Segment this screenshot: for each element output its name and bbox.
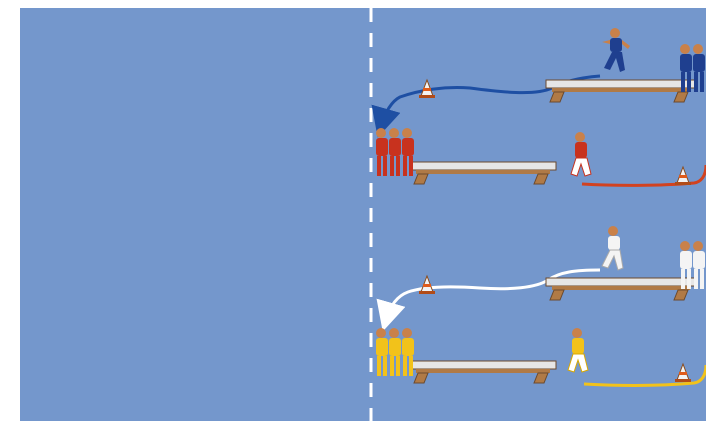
pitch <box>20 8 706 421</box>
white-path-arrow <box>376 268 601 332</box>
player-icon <box>601 226 624 271</box>
bench-icon <box>409 161 557 185</box>
player-icon <box>602 28 630 72</box>
cone-icon <box>419 78 435 98</box>
player-group-white <box>680 241 705 289</box>
lane-yellow <box>376 328 706 387</box>
player-group-red <box>376 128 414 176</box>
cone-icon <box>419 274 435 294</box>
player-group-blue <box>680 44 705 92</box>
yellow-path <box>583 364 706 387</box>
cone-icon <box>675 362 691 382</box>
player-icon <box>570 132 592 177</box>
lane-red <box>376 128 706 187</box>
bench-icon <box>545 277 697 301</box>
cone-icon <box>675 165 691 185</box>
player-group-yellow <box>376 328 414 376</box>
player-icon <box>567 328 589 373</box>
lane-blue <box>371 28 705 138</box>
lane-white <box>376 226 705 332</box>
